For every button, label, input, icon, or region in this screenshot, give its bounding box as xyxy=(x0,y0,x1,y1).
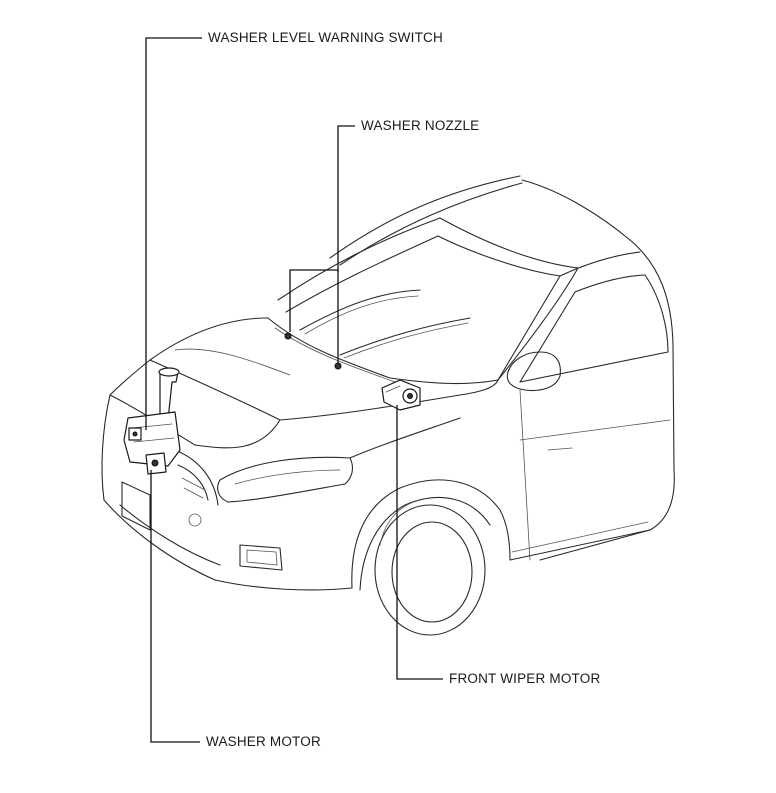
leader-front-wiper-motor xyxy=(396,405,443,680)
front-wiper-motor-part xyxy=(381,379,421,411)
label-washer-motor: WASHER MOTOR xyxy=(206,734,321,749)
washer-level-warning-switch-part xyxy=(128,427,142,441)
washer-motor-part xyxy=(145,452,167,475)
label-washer-level-warning-switch: WASHER LEVEL WARNING SWITCH xyxy=(208,30,443,45)
leader-lines xyxy=(145,37,443,743)
label-washer-nozzle: WASHER NOZZLE xyxy=(361,118,480,133)
leader-washer-level-warning-switch xyxy=(145,37,202,430)
leader-washer-nozzle-branch xyxy=(289,269,339,364)
washer-nozzle-parts xyxy=(284,332,342,370)
label-front-wiper-motor: FRONT WIPER MOTOR xyxy=(449,671,601,686)
leader-washer-nozzle xyxy=(337,125,355,272)
washer-reservoir xyxy=(123,367,181,467)
leader-washer-motor xyxy=(150,470,200,743)
car-illustration xyxy=(101,175,675,636)
